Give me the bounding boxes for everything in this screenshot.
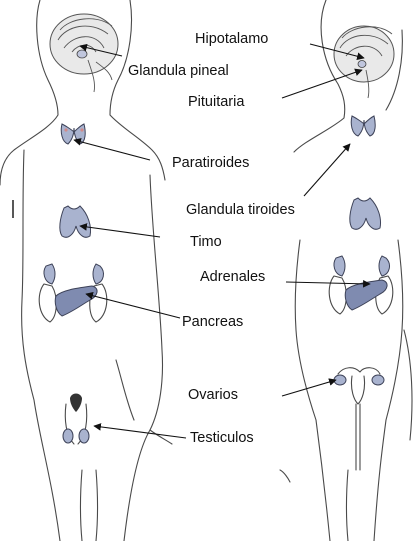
arrow-glandula-tiroides: [304, 144, 350, 196]
label-pituitaria: Pituitaria: [188, 95, 244, 110]
label-timo: Timo: [190, 235, 222, 250]
female-thyroid: [351, 116, 375, 136]
male-abdominal-glands: [39, 264, 107, 322]
label-glandula-pineal: Glandula pineal: [128, 64, 229, 79]
male-thyroid: [61, 124, 85, 144]
label-hipotalamo: Hipotalamo: [195, 32, 268, 47]
arrow-ovarios: [282, 380, 336, 396]
female-brain: [334, 26, 394, 98]
arrow-paratiroides: [74, 140, 150, 160]
label-pancreas: Pancreas: [182, 315, 243, 330]
arrow-pituitaria: [282, 70, 362, 98]
arrow-testiculos: [94, 426, 186, 438]
female-body-outline: [280, 0, 412, 541]
male-body-outline: [0, 0, 172, 541]
female-thymus: [350, 198, 381, 229]
label-adrenales: Adrenales: [200, 270, 265, 285]
label-glandula-tiroides: Glandula tiroides: [186, 203, 295, 218]
arrow-adrenales: [286, 282, 370, 284]
arrow-timo: [80, 226, 160, 237]
female-ovaries: [334, 368, 384, 470]
label-testiculos: Testiculos: [190, 431, 254, 446]
male-testes: [63, 394, 89, 445]
female-abdominal-glands: [329, 256, 393, 314]
arrow-pancreas: [86, 294, 180, 318]
male-thymus: [60, 206, 91, 237]
label-paratiroides: Paratiroides: [172, 156, 249, 171]
label-ovarios: Ovarios: [188, 388, 238, 403]
